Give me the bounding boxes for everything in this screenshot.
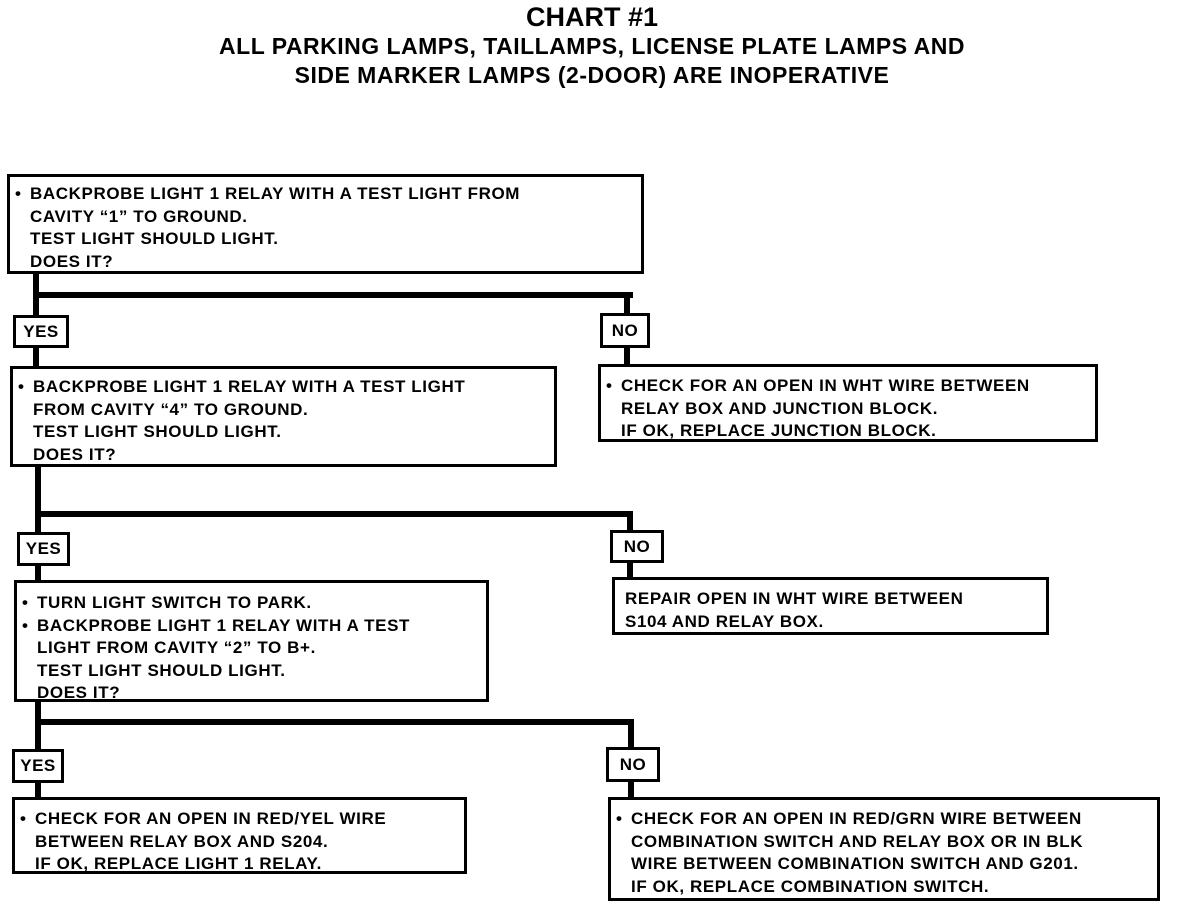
step3-yes-result-line-1: CHECK FOR AN OPEN IN RED/YEL WIRE bbox=[15, 808, 464, 831]
chart-subtitle-line-1: ALL PARKING LAMPS, TAILLAMPS, LICENSE PL… bbox=[219, 33, 965, 59]
step1-test-box: BACKPROBE LIGHT 1 RELAY WITH A TEST LIGH… bbox=[7, 174, 644, 274]
chart-subtitle-line-2: SIDE MARKER LAMPS (2-DOOR) ARE INOPERATI… bbox=[294, 62, 890, 88]
step1-no-result-line-3: IF OK, REPLACE JUNCTION BLOCK. bbox=[621, 421, 937, 440]
step3-line-5: DOES IT? bbox=[37, 683, 121, 702]
step2-no-result-box: REPAIR OPEN IN WHT WIRE BETWEEN S104 AND… bbox=[612, 577, 1049, 635]
step3-line-2: BACKPROBE LIGHT 1 RELAY WITH A TEST bbox=[17, 615, 486, 638]
step1-line-2: CAVITY “1” TO GROUND. bbox=[30, 206, 248, 226]
connector-step2-trunk bbox=[35, 465, 41, 534]
step2-line-2: FROM CAVITY “4” TO GROUND. bbox=[33, 399, 309, 419]
step1-line-1: BACKPROBE LIGHT 1 RELAY WITH A TEST LIGH… bbox=[10, 183, 641, 206]
step1-yes-label: YES bbox=[13, 315, 69, 348]
step1-no-result-box: CHECK FOR AN OPEN IN WHT WIRE BETWEEN RE… bbox=[598, 364, 1098, 442]
step2-test-box: BACKPROBE LIGHT 1 RELAY WITH A TEST LIGH… bbox=[10, 366, 557, 467]
connector-step1-no-result-drop bbox=[624, 346, 630, 366]
step2-no-label: NO bbox=[610, 530, 664, 563]
step3-no-result-box: CHECK FOR AN OPEN IN RED/GRN WIRE BETWEE… bbox=[608, 797, 1160, 901]
step2-yes-label: YES bbox=[17, 532, 70, 566]
step3-no-result-line-3: WIRE BETWEEN COMBINATION SWITCH AND G201… bbox=[631, 854, 1079, 873]
step3-yes-result-box: CHECK FOR AN OPEN IN RED/YEL WIRE BETWEE… bbox=[12, 797, 467, 874]
step3-no-result-line-4: IF OK, REPLACE COMBINATION SWITCH. bbox=[631, 876, 990, 896]
step3-yes-label: YES bbox=[12, 749, 64, 783]
step2-line-3: TEST LIGHT SHOULD LIGHT. bbox=[33, 422, 282, 441]
step3-line-3: LIGHT FROM CAVITY “2” TO B+. bbox=[37, 638, 316, 657]
connector-step3-no-drop bbox=[628, 719, 634, 751]
step3-yes-result-line-3: IF OK, REPLACE LIGHT 1 RELAY. bbox=[35, 854, 322, 873]
connector-step3-branch bbox=[35, 719, 634, 725]
step1-no-result-line-2: RELAY BOX AND JUNCTION BLOCK. bbox=[621, 398, 939, 418]
step2-no-result-line-1: REPAIR OPEN IN WHT WIRE BETWEEN bbox=[625, 589, 964, 608]
step1-no-result-line-1: CHECK FOR AN OPEN IN WHT WIRE BETWEEN bbox=[601, 375, 1095, 398]
connector-step1-yes-drop bbox=[33, 346, 39, 368]
step3-no-label: NO bbox=[606, 747, 660, 782]
connector-step2-branch bbox=[35, 511, 633, 517]
step2-no-result-line-2: S104 AND RELAY BOX. bbox=[625, 611, 824, 631]
connector-step3-no-result-drop bbox=[628, 780, 634, 799]
connector-step1-no-drop bbox=[624, 292, 630, 315]
connector-step3-trunk bbox=[35, 700, 41, 752]
step1-no-label: NO bbox=[600, 313, 650, 348]
step1-line-3: TEST LIGHT SHOULD LIGHT. bbox=[30, 229, 279, 248]
chart-title: CHART #1 bbox=[525, 2, 659, 32]
connector-step1-branch bbox=[33, 292, 633, 298]
step3-no-result-line-1: CHECK FOR AN OPEN IN RED/GRN WIRE BETWEE… bbox=[611, 808, 1157, 831]
step1-line-4: DOES IT? bbox=[30, 251, 114, 271]
step3-line-1: TURN LIGHT SWITCH TO PARK. bbox=[17, 592, 486, 615]
connector-step3-yes-drop bbox=[35, 780, 41, 799]
step3-line-4: TEST LIGHT SHOULD LIGHT. bbox=[37, 660, 286, 680]
connector-step2-no-drop bbox=[627, 511, 633, 532]
connector-step2-no-result-drop bbox=[627, 560, 633, 580]
step3-no-result-line-2: COMBINATION SWITCH AND RELAY BOX OR IN B… bbox=[631, 831, 1084, 851]
step3-test-box: TURN LIGHT SWITCH TO PARK. BACKPROBE LIG… bbox=[14, 580, 489, 702]
step2-line-4: DOES IT? bbox=[33, 444, 117, 464]
connector-step2-yes-drop bbox=[35, 564, 41, 584]
step3-yes-result-line-2: BETWEEN RELAY BOX AND S204. bbox=[35, 831, 329, 851]
step2-line-1: BACKPROBE LIGHT 1 RELAY WITH A TEST LIGH… bbox=[13, 376, 554, 399]
